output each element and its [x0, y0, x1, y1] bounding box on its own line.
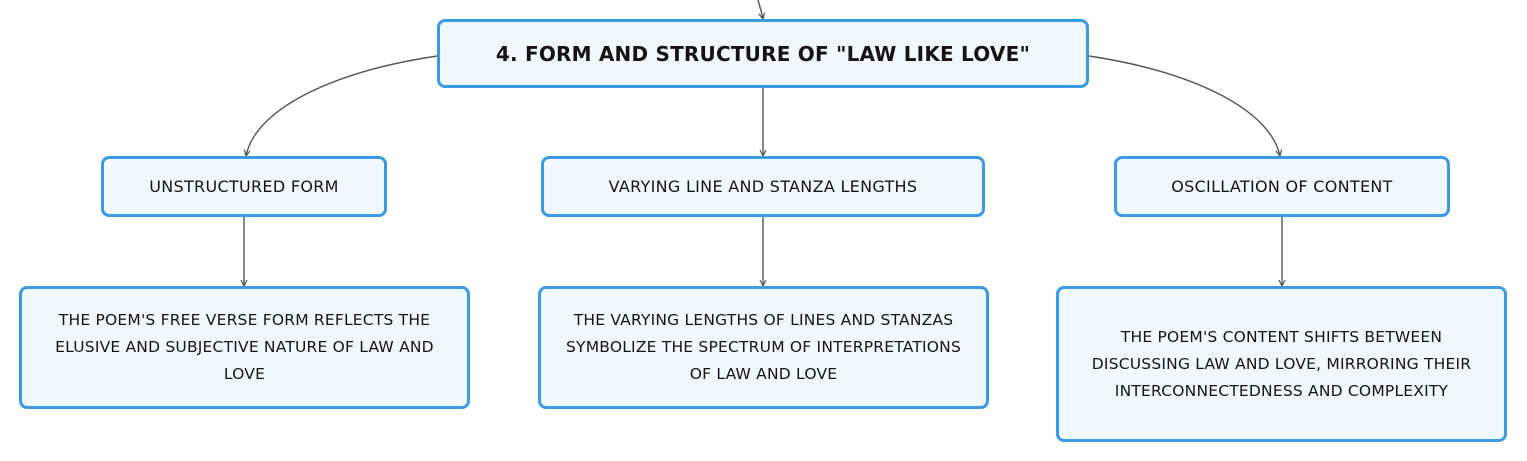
detail-text: THE POEM'S CONTENT SHIFTS BETWEEN DISCUS…	[1091, 327, 1472, 400]
detail-varying-lengths-node[interactable]: THE VARYING LENGTHS OF LINES AND STANZAS…	[538, 286, 989, 409]
connector-root-to-branch-3	[1088, 55, 1280, 156]
detail-text: THE VARYING LENGTHS OF LINES AND STANZAS…	[565, 311, 961, 383]
detail-unstructured-form-node[interactable]: THE POEM'S FREE VERSE FORM REFLECTS THE …	[19, 286, 470, 409]
connector-parent-to-root	[757, 0, 763, 19]
branch-label: OSCILLATION OF CONTENT	[1171, 177, 1393, 196]
root-topic-label: 4. FORM AND STRUCTURE OF "LAW LIKE LOVE"	[495, 41, 1031, 66]
detail-oscillation-node[interactable]: THE POEM'S CONTENT SHIFTS BETWEEN DISCUS…	[1056, 286, 1507, 442]
branch-label: VARYING LINE AND STANZA LENGTHS	[608, 177, 918, 196]
branch-label: UNSTRUCTURED FORM	[149, 177, 339, 196]
root-topic-node[interactable]: 4. FORM AND STRUCTURE OF "LAW LIKE LOVE"	[437, 19, 1089, 88]
connector-root-to-branch-1	[246, 55, 438, 156]
detail-text: THE POEM'S FREE VERSE FORM REFLECTS THE …	[55, 311, 434, 383]
branch-unstructured-form-node[interactable]: UNSTRUCTURED FORM	[101, 156, 387, 217]
branch-oscillation-node[interactable]: OSCILLATION OF CONTENT	[1114, 156, 1450, 217]
branch-varying-lengths-node[interactable]: VARYING LINE AND STANZA LENGTHS	[541, 156, 985, 217]
